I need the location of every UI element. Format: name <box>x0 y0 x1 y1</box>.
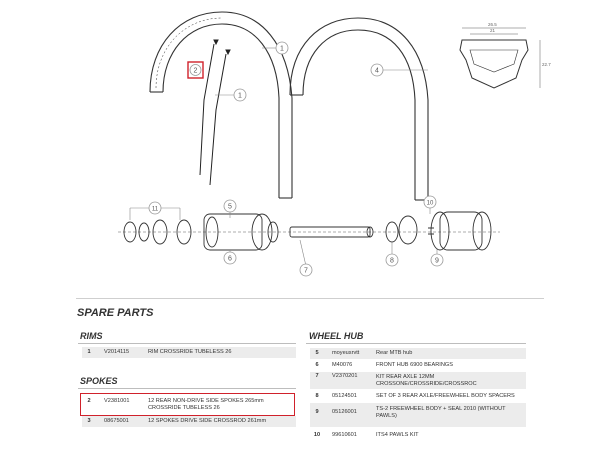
part-reference: moyeusrvtt <box>332 350 360 356</box>
wheel-hub-title: WHEEL HUB <box>309 331 364 341</box>
svg-text:10: 10 <box>427 201 434 207</box>
callout-leaders <box>129 47 438 267</box>
callout-1b: 1 <box>233 88 247 102</box>
callout-5: 5 <box>223 199 237 213</box>
part-reference: 05124501 <box>332 393 357 399</box>
callout-6: 6 <box>223 251 237 265</box>
part-reference: M40076 <box>332 362 353 368</box>
part-reference: 05126001 <box>332 409 357 415</box>
callout-11: 11 <box>148 201 162 215</box>
callout-10: 10 <box>423 195 437 209</box>
part-description: 12 REAR NON-DRIVE SIDE SPOKES 265mm CROS… <box>148 398 264 411</box>
callout-4: 4 <box>370 63 384 77</box>
callout-8: 8 <box>385 253 399 267</box>
spokes-title: SPOKES <box>80 376 118 386</box>
svg-text:7: 7 <box>304 268 308 275</box>
svg-text:8: 8 <box>390 258 394 265</box>
part-number: 8 <box>315 393 319 399</box>
rim-section-profile <box>459 27 541 89</box>
part-reference: V2370201 <box>332 373 358 379</box>
highlight-box <box>80 393 295 416</box>
spokes-divider <box>78 388 296 389</box>
part-description: TS-2 FREEWHEEL BODY + SEAL 2010 (WITHOUT… <box>376 406 506 419</box>
svg-text:11: 11 <box>152 207 159 213</box>
exploded-wheel-diagram: 26.5 21 22.7 <box>118 11 551 277</box>
table-row: 9 05126001 TS-2 FREEWHEEL BODY + SEAL 20… <box>310 403 526 427</box>
svg-text:9: 9 <box>435 258 439 265</box>
dim-inner-width: 21 <box>490 28 496 33</box>
part-number: 1 <box>87 349 91 355</box>
table-row: 10 99610601 ITS4 PAWLS KIT <box>310 430 526 441</box>
rims-divider <box>78 343 296 344</box>
table-row: 7 V2370201 KIT REAR AXLE 12MM CROSSONE/C… <box>310 372 526 389</box>
section-divider <box>76 298 544 299</box>
part-reference: V2381001 <box>104 398 130 404</box>
svg-text:1: 1 <box>280 46 284 53</box>
svg-text:2: 2 <box>194 68 198 75</box>
rims-title: RIMS <box>80 331 103 341</box>
table-row: 8 05124501 SET OF 3 REAR AXLE/FREEWHEEL … <box>310 391 526 402</box>
rim-drawing-front <box>149 11 293 199</box>
part-description: KIT REAR AXLE 12MM CROSSONE/CROSSRIDE/CR… <box>376 374 477 387</box>
part-description: FRONT HUB 6900 BEARINGS <box>376 362 453 368</box>
callout-1a: 1 <box>275 41 289 55</box>
svg-text:4: 4 <box>375 68 379 75</box>
svg-text:5: 5 <box>228 204 232 211</box>
spokes-drawing <box>199 39 231 186</box>
part-number: 10 <box>313 432 321 438</box>
dim-height: 22.7 <box>542 62 551 67</box>
svg-text:6: 6 <box>228 256 232 263</box>
wheel-hub-divider <box>306 343 526 344</box>
table-row: 5 moyeusrvtt Rear MTB hub <box>310 348 526 359</box>
part-reference: V2014115 <box>104 349 130 355</box>
part-number: 2 <box>87 398 91 404</box>
part-description: SET OF 3 REAR AXLE/FREEWHEEL BODY SPACER… <box>376 393 515 399</box>
part-number: 3 <box>87 418 91 424</box>
table-row: 3 08675001 12 SPOKES DRIVE SIDE CROSSROD… <box>82 416 296 427</box>
part-number: 6 <box>315 362 319 368</box>
callout-7: 7 <box>299 263 313 277</box>
part-reference: 99610601 <box>332 432 357 438</box>
table-row: 2 V2381001 12 REAR NON-DRIVE SIDE SPOKES… <box>82 397 290 414</box>
part-number: 7 <box>315 373 319 379</box>
rim-drawing-back <box>289 17 429 201</box>
part-number: 9 <box>315 409 319 415</box>
spare-parts-title: SPARE PARTS <box>77 307 154 319</box>
part-description: ITS4 PAWLS KIT <box>376 432 419 438</box>
svg-text:1: 1 <box>238 93 242 100</box>
callout-2: 2 <box>187 61 204 79</box>
hub-assembly-drawing <box>118 211 500 251</box>
dim-outer-width: 26.5 <box>488 22 497 27</box>
callout-9: 9 <box>430 253 444 267</box>
part-description: RIM CROSSRIDE TUBELESS 26 <box>148 349 232 355</box>
part-description: 12 SPOKES DRIVE SIDE CROSSROD 261mm <box>148 418 267 424</box>
part-reference: 08675001 <box>104 418 129 424</box>
part-number: 5 <box>315 350 319 356</box>
table-row: 6 M40076 FRONT HUB 6900 BEARINGS <box>310 360 526 371</box>
part-description: Rear MTB hub <box>376 350 413 356</box>
table-row: 1 V2014115 RIM CROSSRIDE TUBELESS 26 <box>82 347 296 358</box>
